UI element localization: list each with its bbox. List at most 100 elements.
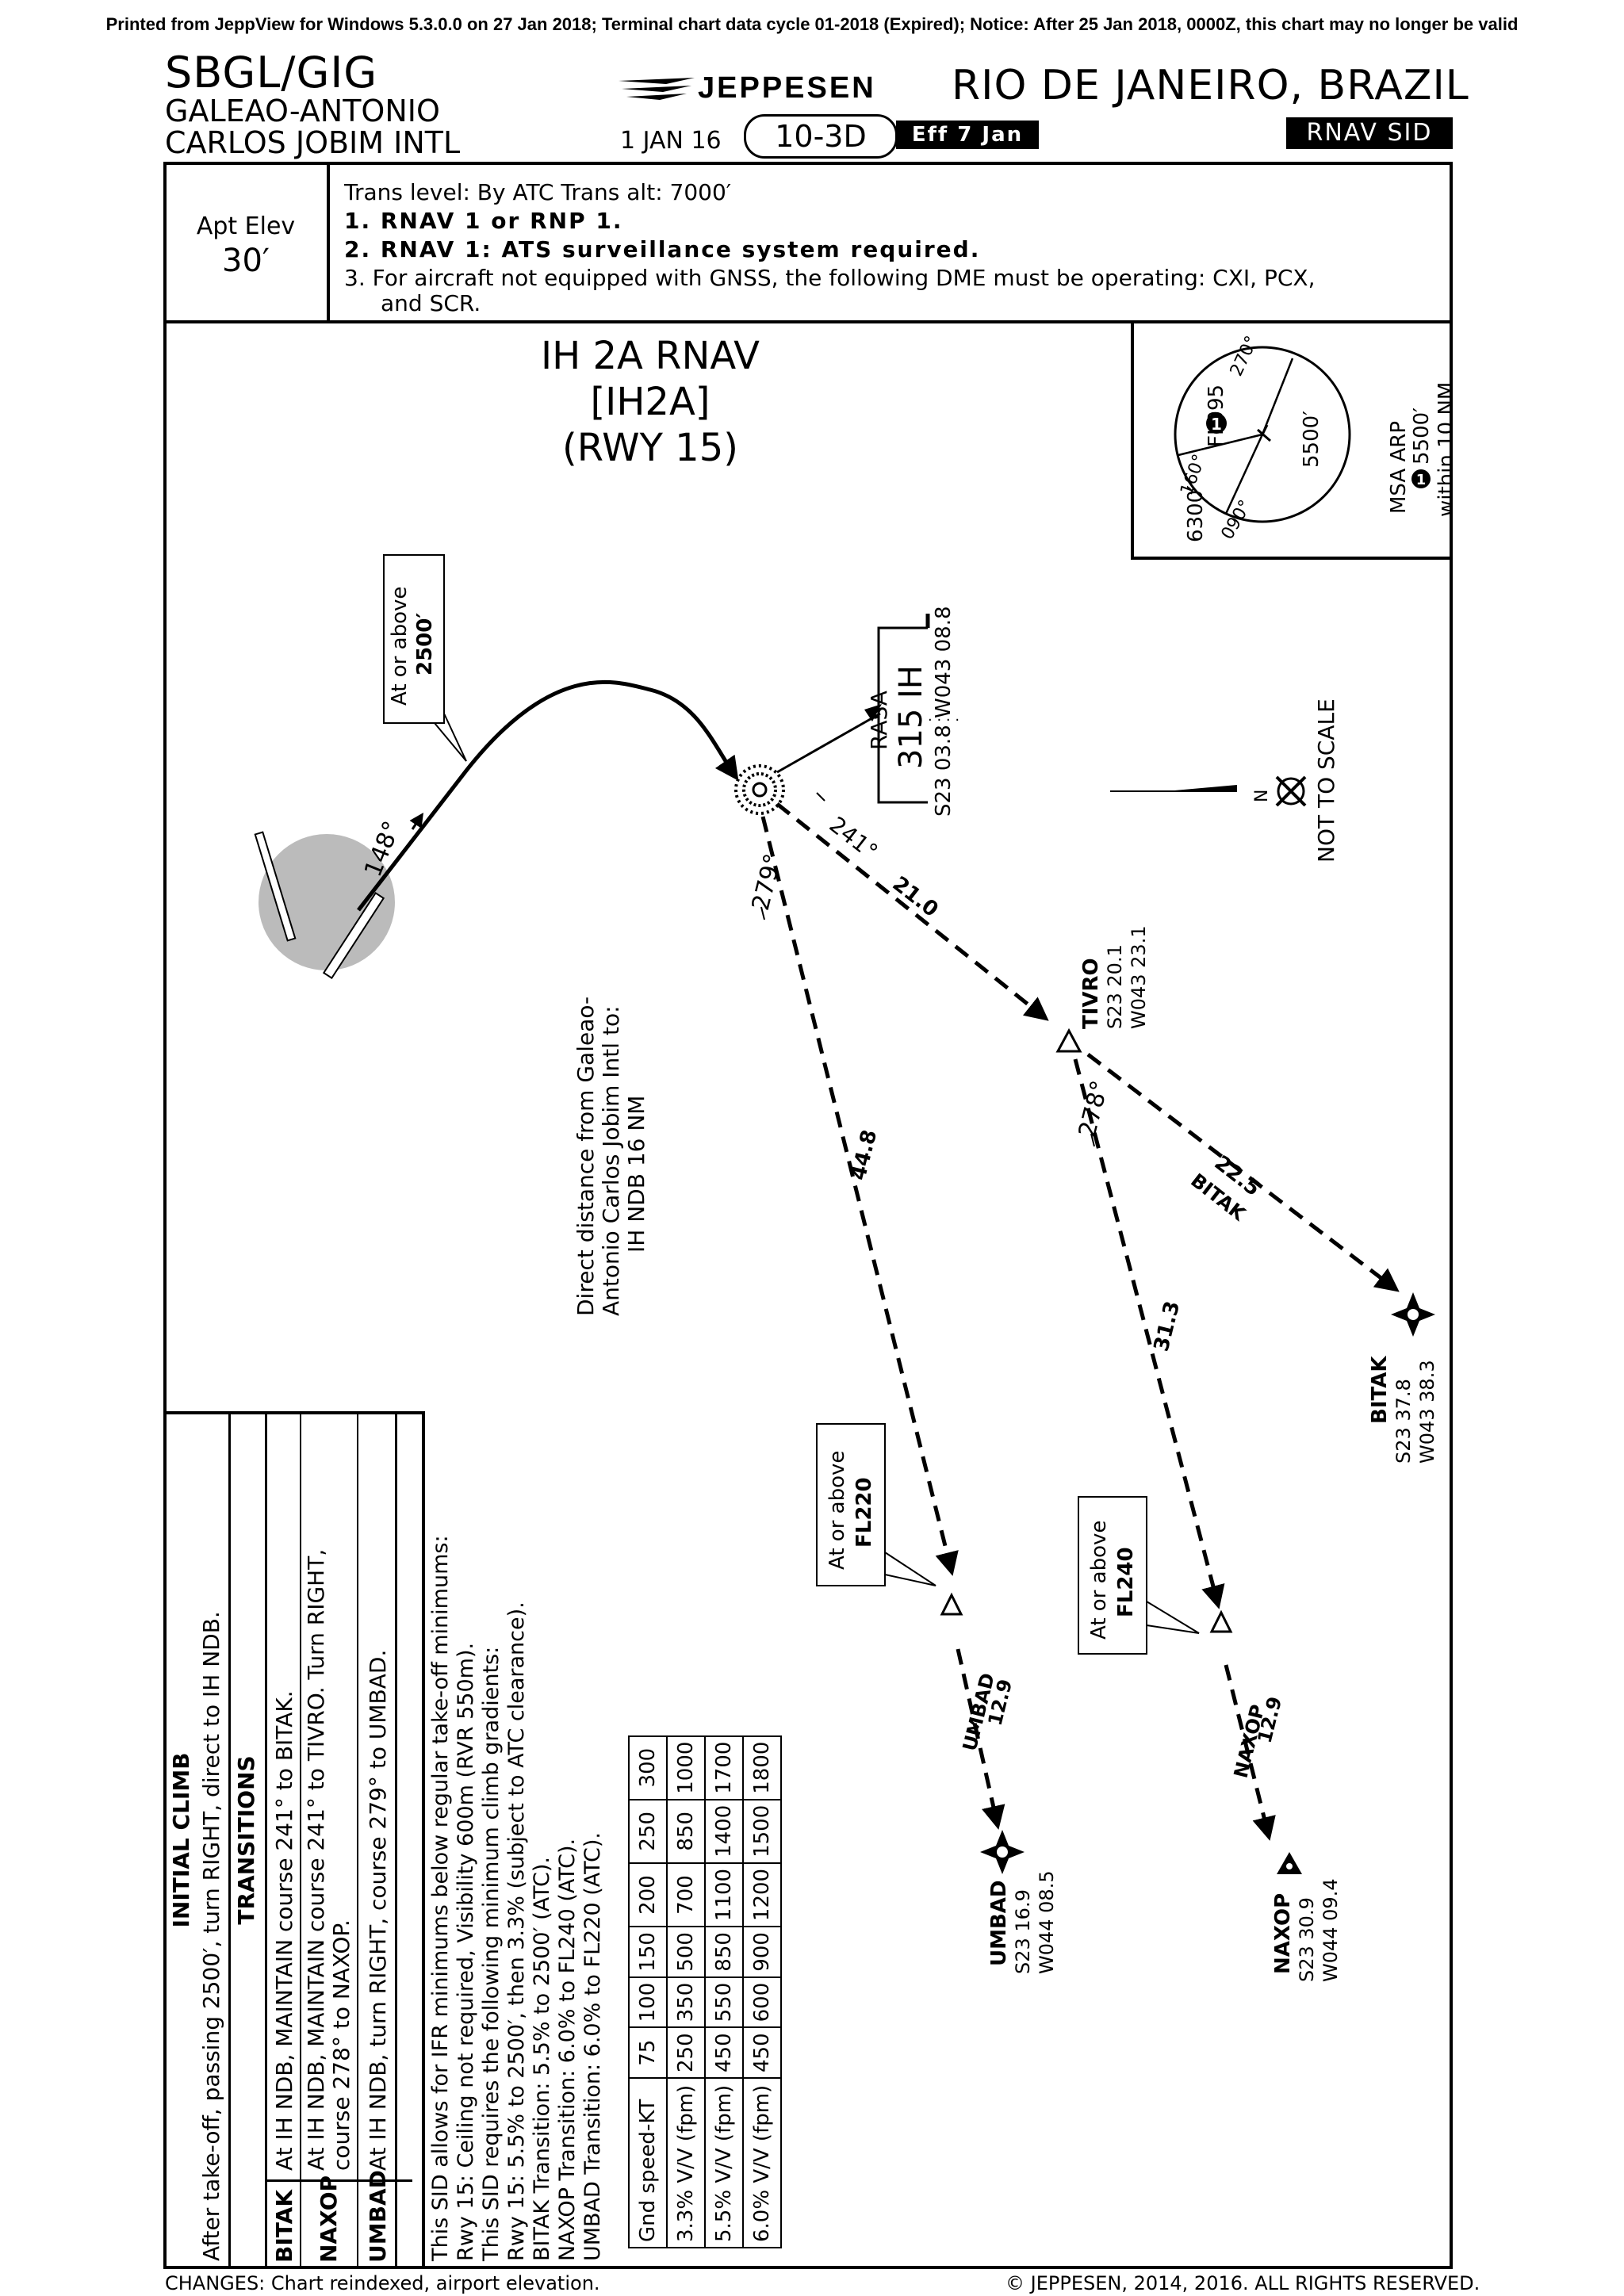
table-header-cell: 300 bbox=[629, 1735, 667, 1800]
fl240-callout-box bbox=[1078, 1496, 1147, 1655]
course-241: 241° bbox=[825, 812, 883, 866]
transition-naxop-text1: At IH NDB, MAINTAIN course 241° to TIVRO… bbox=[303, 1548, 329, 2171]
note-line-7: UMBAD Transition: 6.0% to FL220 (ATC). bbox=[580, 1831, 605, 2261]
umbad-transition-fix-icon bbox=[940, 1592, 963, 1616]
tivro-waypoint-icon bbox=[1055, 1027, 1082, 1053]
bitak-lat: S23 37.8 bbox=[1392, 1379, 1415, 1464]
msa-arp-radius: within 10 NM bbox=[1434, 382, 1453, 517]
chart-number: 10-3D bbox=[744, 114, 898, 159]
msa-sector-line-270 bbox=[1261, 358, 1294, 435]
note-1: 1. RNAV 1 or RNP 1. bbox=[344, 208, 623, 234]
ndb-morse-dots: · · · · bbox=[928, 712, 959, 729]
naxop-name: NAXOP bbox=[1271, 1893, 1295, 1974]
climb-callout-box bbox=[383, 554, 445, 724]
runway-15 bbox=[322, 892, 385, 979]
fl240-callout-pointer bbox=[1146, 1601, 1200, 1634]
bitak-name: BITAK bbox=[1368, 1356, 1392, 1424]
note-line-3: This SID requires the following minimum … bbox=[479, 1646, 504, 2261]
transition-umbad-name: UMBAD bbox=[365, 2170, 391, 2263]
leg-to-umbad bbox=[956, 1648, 1005, 1830]
procedure-text-box bbox=[163, 1411, 425, 2269]
note-line-4: Rwy 15: 5.5% to 2500′, then 3.3% (subjec… bbox=[504, 1601, 529, 2261]
msa-alt-6300: 6300′ bbox=[1184, 485, 1208, 542]
table-row: 6.0% V/V (fpm) 450 600 900 1200 1500 180… bbox=[743, 1735, 781, 2248]
course-148-arrow-icon bbox=[409, 813, 423, 830]
table-cell: 850 bbox=[705, 1927, 743, 1977]
course-278-arrow-icon bbox=[1090, 1133, 1095, 1147]
note-2: 2. RNAV 1: ATS surveillance system requi… bbox=[344, 236, 981, 262]
umbad-waypoint-icon bbox=[980, 1830, 1025, 1874]
table-cell: 350 bbox=[667, 1976, 705, 2028]
course-278: 278° bbox=[1074, 1077, 1114, 1140]
transition-row-divider bbox=[357, 1411, 358, 2269]
note-3: 3. For aircraft not equipped with GNSS, … bbox=[344, 265, 1316, 291]
fl240-callout-line2: FL240 bbox=[1114, 1547, 1138, 1617]
table-cell: 600 bbox=[743, 1976, 781, 2028]
table-cell: 450 bbox=[743, 2027, 781, 2078]
msa-arp-alt: 5500′ bbox=[1410, 408, 1434, 465]
north-label: N bbox=[1252, 790, 1272, 802]
table-cell: 550 bbox=[705, 1976, 743, 2028]
climb-callout-line1: At or above bbox=[388, 587, 412, 706]
fl220-callout-line1: At or above bbox=[825, 1451, 849, 1570]
climb-callout-line2: 2500′ bbox=[413, 613, 437, 675]
jeppesen-logo-icon bbox=[619, 78, 695, 100]
fl220-callout-line2: FL220 bbox=[852, 1477, 876, 1548]
msa-arp-label: MSA ARP bbox=[1387, 421, 1411, 514]
sid-runway: (RWY 15) bbox=[562, 426, 738, 470]
table-header-cell: 75 bbox=[629, 2027, 667, 2078]
direct-distance-line2: Antonio Carlos Jobim Intl to: bbox=[598, 1005, 624, 1316]
changes-note: CHANGES: Chart reindexed, airport elevat… bbox=[165, 2272, 600, 2294]
ndb-box-left bbox=[877, 626, 928, 804]
airport-name-line2: CARLOS JOBIM INTL bbox=[165, 125, 461, 160]
table-cell: 500 bbox=[667, 1927, 705, 1977]
table-row: 3.3% V/V (fpm) 250 350 500 700 850 1000 bbox=[667, 1735, 705, 2248]
gradient-table-wrap: Gnd speed-KT 75 100 150 200 250 300 3.3%… bbox=[628, 1614, 787, 2248]
copyright: © JEPPESEN, 2014, 2016. ALL RIGHTS RESER… bbox=[1005, 2272, 1480, 2294]
sid-notes: This SID allows for IFR minimums below r… bbox=[425, 1411, 615, 2269]
ndb-label-leader bbox=[776, 712, 881, 774]
table-row: Gnd speed-KT 75 100 150 200 250 300 bbox=[629, 1735, 667, 2248]
msa-arp-arrow-icon bbox=[1257, 424, 1271, 442]
bitak-lon: W043 38.3 bbox=[1416, 1360, 1438, 1464]
note-line-2: Rwy 15: Ceiling not required, Visibility… bbox=[454, 1642, 478, 2261]
transition-row-divider bbox=[300, 1411, 301, 2269]
table-cell: 700 bbox=[667, 1862, 705, 1927]
climb-gradient-table: Gnd speed-KT 75 100 150 200 250 300 3.3%… bbox=[628, 1735, 782, 2248]
north-arrow-icon bbox=[1110, 775, 1307, 807]
fl240-callout-line1: At or above bbox=[1087, 1521, 1111, 1640]
transitions-divider-top bbox=[265, 1411, 267, 2269]
course-279-arrow-icon bbox=[760, 906, 765, 920]
naxop-waypoint-icon bbox=[1277, 1852, 1302, 1874]
leg-tivro-naxop-fix bbox=[1073, 1058, 1225, 1609]
msa-note-number: 1 bbox=[1211, 415, 1222, 434]
chart-date: 1 JAN 16 bbox=[620, 127, 722, 155]
chart-type-badge: RNAV SID bbox=[1286, 117, 1453, 149]
naxop-transition-fix-icon bbox=[1209, 1609, 1233, 1633]
table-header-cell: 200 bbox=[629, 1862, 667, 1927]
table-cell: 1400 bbox=[705, 1799, 743, 1863]
naxop-lat: S23 30.9 bbox=[1296, 1897, 1318, 1982]
transitions-title: TRANSITIONS bbox=[233, 1755, 259, 1925]
procedure-text-panel: INITIAL CLIMB After take-off, passing 25… bbox=[163, 1411, 425, 2269]
bitak-waypoint-icon bbox=[1391, 1292, 1435, 1337]
transition-bitak-name: BITAK bbox=[271, 2189, 297, 2263]
climb-callout-pointer bbox=[434, 713, 467, 762]
sid-name: IH 2A RNAV bbox=[541, 334, 760, 378]
table-cell: 1200 bbox=[743, 1862, 781, 1927]
transition-umbad-text: At IH NDB, turn RIGHT, course 279° to UM… bbox=[365, 1649, 391, 2171]
dist-313: 31.3 bbox=[1150, 1299, 1185, 1354]
apt-elev-value: 30′ bbox=[222, 243, 270, 279]
climb-divider bbox=[228, 1411, 231, 2269]
table-cell: 1100 bbox=[705, 1862, 743, 1927]
leg-ndb-umbad-fix bbox=[760, 816, 959, 1576]
fl220-callout-box bbox=[816, 1423, 886, 1586]
transition-bitak-text: At IH NDB, MAINTAIN course 241° to BITAK… bbox=[271, 1690, 297, 2171]
leg-ndb-tivro bbox=[776, 802, 1049, 1021]
note-line-6: NAXOP Transition: 6.0% to FL240 (ATC). bbox=[555, 1838, 580, 2261]
table-cell: 850 bbox=[667, 1799, 705, 1863]
print-banner: Printed from JeppView for Windows 5.3.0.… bbox=[105, 14, 1519, 34]
msa-circle bbox=[1174, 346, 1351, 523]
elevation-divider bbox=[327, 163, 330, 322]
